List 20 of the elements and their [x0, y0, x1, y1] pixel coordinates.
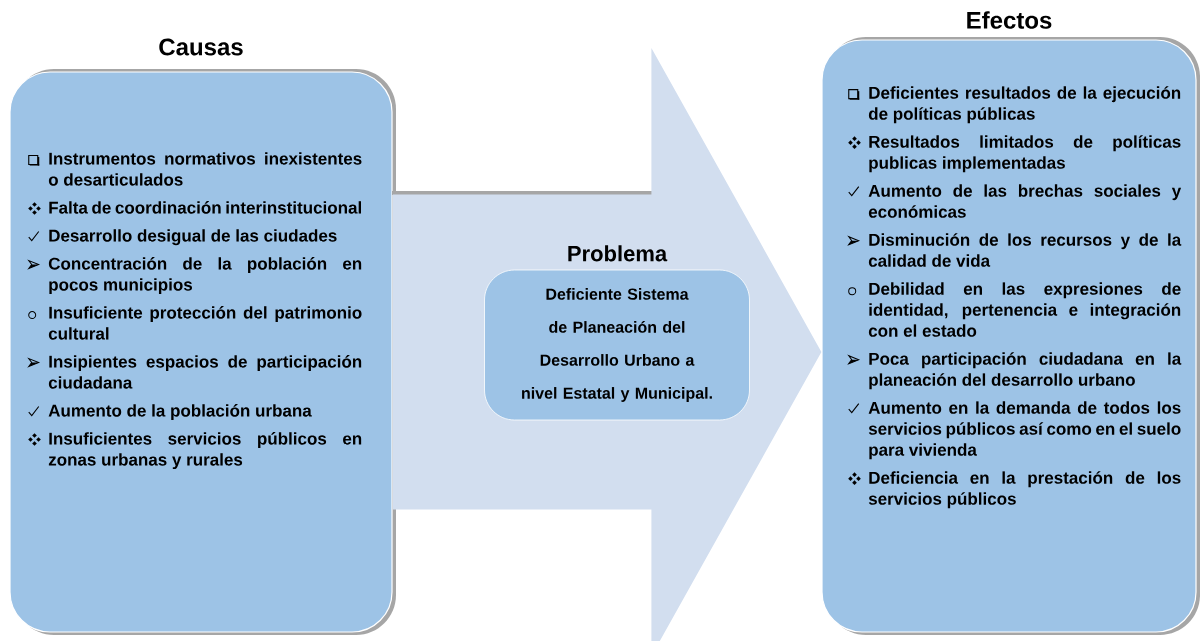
bullet-item: Disminución de los recursos y de la calidad de vida: [868, 233, 1182, 267]
heading: Efectos: [967, 11, 1052, 29]
bullet-item: Insuficiente protección del patrimonio cultural: [48, 306, 362, 340]
heading: Problema: [568, 245, 668, 262]
bullet-item: Aumento en la demanda de todos los servicios públicos así como en el suelo para vivienda: [868, 401, 1181, 460]
bullet-item: Aumento de la población urbana: [48, 404, 312, 421]
bullet-item: Falta de coordinación interinstitucional: [49, 201, 361, 214]
bullet-item: Deficientes resultados de la ejecución de políticas públicas: [868, 86, 1181, 124]
bullet-item: Debilidad en las expresiones de identidad, pertenencia e integración con el estado: [868, 282, 1181, 337]
problem-box: Deficiente Sistema de Planeación del Desarrollo Urbano a nivel Estatal y Municipal.: [484, 269, 750, 421]
bullet-item: Instrumentos normativos inexistentes o desarticulados: [48, 152, 362, 186]
bullet-item: Desarrollo desigual de las ciudades: [49, 229, 337, 246]
heading: Causas: [159, 38, 243, 56]
bullet-item: Insipientes espacios de participación ciudadana: [48, 355, 362, 389]
bullet-item: Concentración de la población en pocos municipios: [48, 257, 362, 295]
bullet-item: Deficiencia en la prestación de los servicios públicos: [868, 471, 1181, 509]
bullet-item: Aumento de las brechas sociales y económicas: [868, 184, 1182, 218]
bullet-item: Poca participación ciudadana en la planeación del desarrollo urbano: [869, 352, 1182, 390]
bullet-item: Insuficientes servicios públicos en zonas urbanas y rurales: [48, 432, 362, 470]
bullet-item: Resultados limitados de políticas publicas implementadas: [869, 135, 1181, 173]
